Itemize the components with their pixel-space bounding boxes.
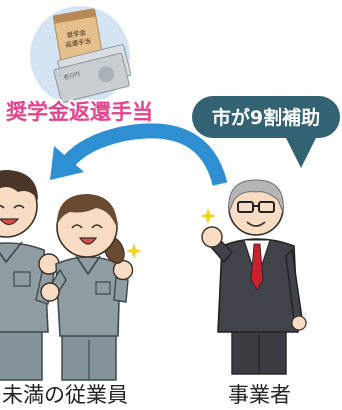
businessman-tie (250, 243, 264, 291)
male-worker (0, 170, 60, 381)
glasses-icon (237, 201, 275, 213)
flow-arrow (50, 123, 228, 187)
businessman (200, 179, 307, 375)
male-worker-mouth (0, 218, 20, 226)
allowance-title: 奨学金返還手当 (6, 100, 153, 124)
bubble-body (192, 96, 340, 138)
bill-portrait (98, 66, 115, 83)
female-worker (40, 194, 142, 381)
businessman-hair (228, 179, 284, 213)
scholarship-emblem: 奨学金 返還手当 壱万円 (30, 6, 132, 106)
employer-label: 事業者 (228, 383, 291, 407)
bubble-text: 市が9割補助 (212, 106, 320, 129)
arrow-head (50, 146, 84, 180)
bubble-tail (284, 134, 318, 168)
businessman-fist (201, 226, 223, 248)
businessman-hand (291, 315, 307, 331)
male-worker-collar (0, 241, 23, 264)
bill-front (53, 52, 130, 103)
envelope-flap (53, 8, 96, 24)
envelope-line-1: 奨学金 (66, 27, 87, 39)
male-worker-hair (0, 170, 38, 200)
envelope-line-2: 返還手当 (65, 36, 92, 49)
money-bills: 壱万円 (53, 44, 132, 103)
female-worker-collar (75, 255, 101, 276)
subsidy-speech-bubble: 市が9割補助 (192, 96, 340, 168)
female-worker-torso (55, 256, 121, 337)
female-worker-pocket (95, 281, 111, 295)
arrow-shaft (63, 123, 228, 187)
sparkle-icon (126, 243, 142, 259)
male-worker-pocket (13, 271, 31, 287)
businessman-mouth (246, 221, 266, 227)
sparkle-icon (200, 208, 216, 224)
female-worker-right-arm (113, 277, 129, 303)
female-worker-eyes (71, 224, 103, 229)
bill-label: 壱万円 (63, 70, 81, 82)
female-worker-left-fist (40, 282, 60, 302)
male-worker-eyes (0, 204, 25, 209)
employees-label: 未満の従業員 (2, 383, 128, 407)
female-worker-mouth (78, 237, 98, 245)
female-worker-hair (56, 194, 118, 228)
